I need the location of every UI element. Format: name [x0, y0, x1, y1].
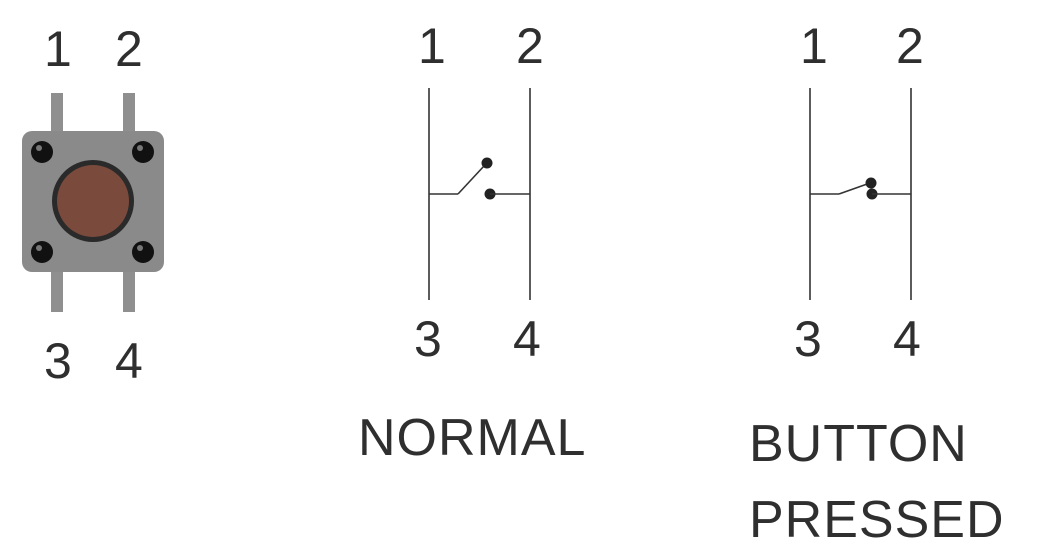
- button-pin-label-1: 1: [44, 21, 72, 77]
- normal-pin-label-2: 2: [516, 18, 544, 74]
- corner-dot-bottom-left: [31, 241, 53, 263]
- corner-dot-top-left: [31, 141, 53, 163]
- normal-lever: [457, 165, 485, 195]
- pressed-pin-label-2: 2: [896, 18, 924, 74]
- normal-caption: NORMAL: [358, 409, 587, 467]
- pressed-pin-label-3: 3: [794, 311, 822, 367]
- pin-2-leg: [123, 93, 135, 133]
- pressed-pin-label-4: 4: [893, 311, 921, 367]
- pin-3-leg: [51, 270, 63, 312]
- corner-dot-highlight: [36, 245, 42, 251]
- pressed-contact-moving: [865, 177, 877, 189]
- normal-pin-label-3: 3: [414, 311, 442, 367]
- corner-dot-highlight: [137, 145, 143, 151]
- pressed-caption-line2: PRESSED: [749, 491, 1005, 549]
- corner-dot-top-right: [132, 141, 154, 163]
- pin-4-leg: [123, 270, 135, 312]
- button-pin-label-2: 2: [115, 21, 143, 77]
- normal-pin-label-4: 4: [513, 311, 541, 367]
- pressed-caption-line1: BUTTON: [749, 415, 968, 473]
- normal-contact-open: [481, 157, 493, 169]
- pressed-pin-label-1: 1: [800, 18, 828, 74]
- corner-dot-highlight: [36, 145, 42, 151]
- pin-1-leg: [51, 93, 63, 133]
- button-cap: [57, 165, 129, 237]
- corner-dot-bottom-right: [132, 241, 154, 263]
- button-pin-label-4: 4: [115, 333, 143, 389]
- corner-dot-highlight: [137, 245, 143, 251]
- normal-pin-label-1: 1: [418, 18, 446, 74]
- button-pin-label-3: 3: [44, 333, 72, 389]
- pressed-lever: [838, 182, 871, 195]
